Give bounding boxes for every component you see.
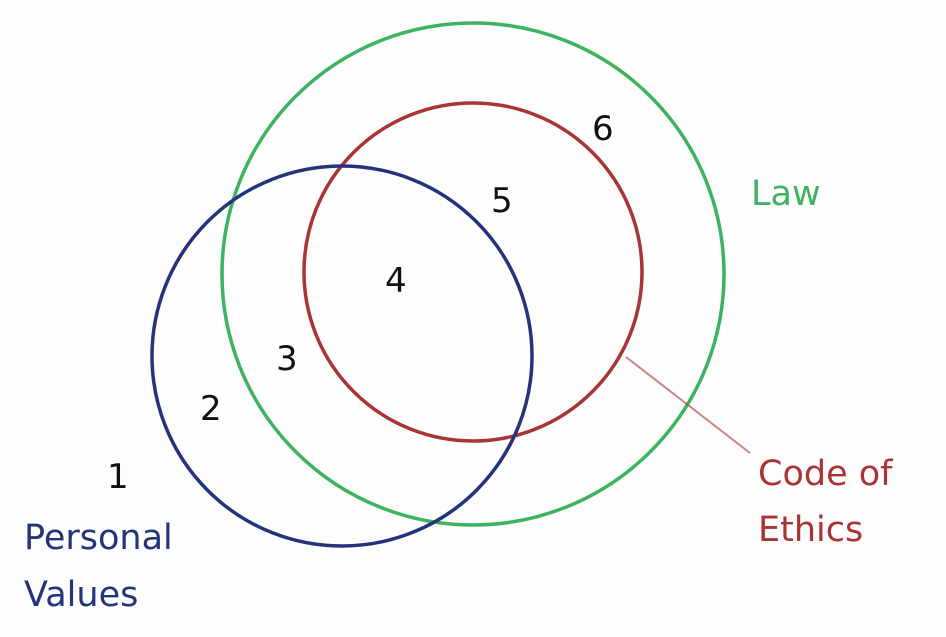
region-1-number: 1 bbox=[107, 457, 129, 497]
law-label: Law bbox=[751, 174, 821, 214]
ethics-pointer-line bbox=[625, 356, 751, 454]
code-of-ethics-label-line2: Ethics bbox=[758, 510, 864, 550]
personal-values-label-line2: Values bbox=[24, 575, 139, 615]
region-3-number: 3 bbox=[276, 339, 298, 379]
region-6-number: 6 bbox=[592, 109, 614, 149]
region-4-number: 4 bbox=[385, 261, 407, 301]
personal-values-label-line1: Personal bbox=[24, 518, 173, 558]
code-of-ethics-label-line1: Code of bbox=[758, 454, 893, 494]
region-5-number: 5 bbox=[491, 181, 513, 221]
code-of-ethics-circle bbox=[302, 101, 644, 443]
region-2-number: 2 bbox=[200, 389, 222, 429]
law-circle bbox=[220, 21, 726, 527]
personal-values-circle bbox=[150, 164, 534, 548]
